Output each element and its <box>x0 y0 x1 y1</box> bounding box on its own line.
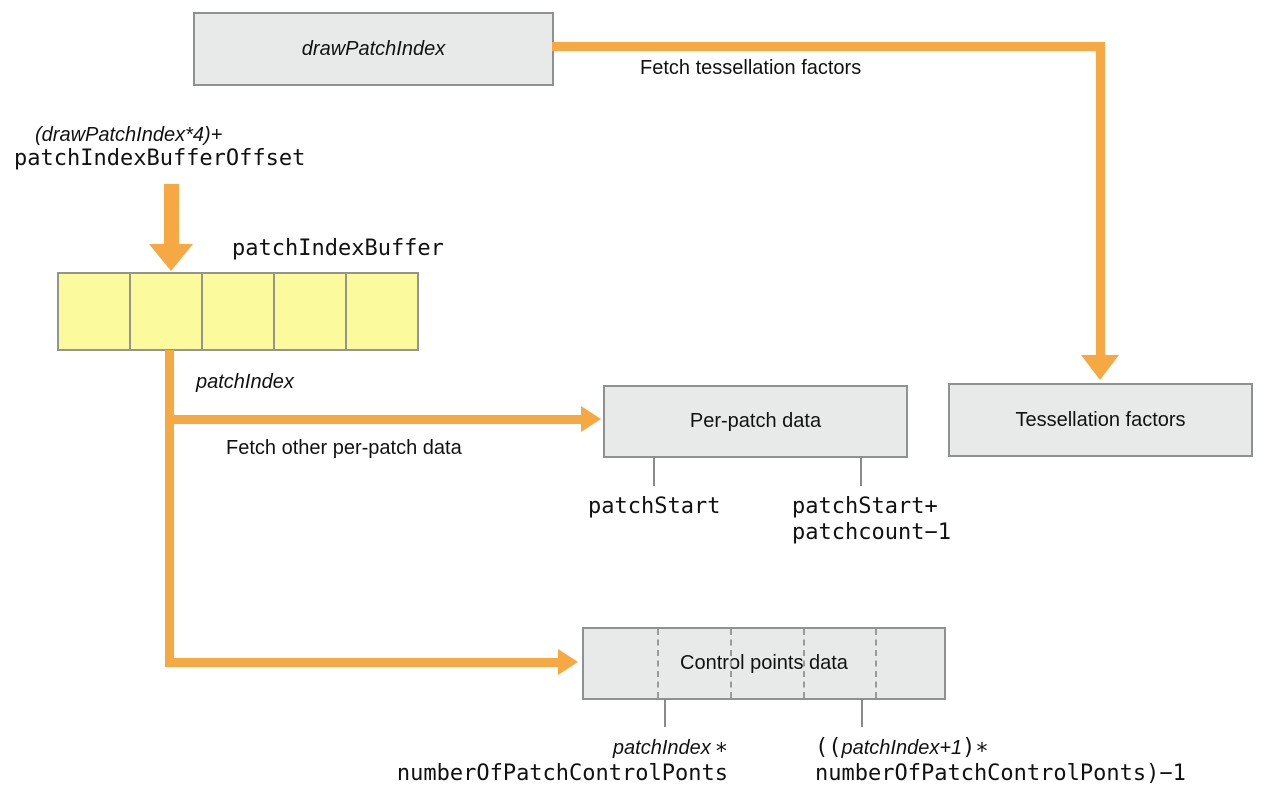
node-patchindexbuffer-label: patchIndexBuffer <box>232 236 444 261</box>
annotation-buffer-offset-line2: patchIndexBufferOffset <box>14 146 306 171</box>
control-points-divider <box>730 629 732 698</box>
edge-label-patchindex: patchIndex <box>196 371 294 393</box>
patchindexbuffer-cell <box>203 274 275 349</box>
arrowhead-right-per-patch <box>581 406 601 432</box>
node-per-patch-data-label: Per-patch data <box>689 410 822 432</box>
edge-control-points-horizontal <box>165 658 558 667</box>
node-control-points-data: Control points data <box>582 627 946 700</box>
tick-patchend <box>860 457 862 486</box>
tick-control-end <box>861 699 863 727</box>
annotation-control-end: ((patchIndex+1)∗ numberOfPatchControlPon… <box>815 735 1186 787</box>
node-drawpatchindex: drawPatchIndex <box>193 12 554 86</box>
node-tessellation-factors-label: Tessellation factors <box>1015 408 1186 431</box>
node-patchindexbuffer <box>57 272 419 351</box>
annotation-control-start-line1: patchIndex∗ <box>348 735 728 761</box>
node-tessellation-factors: Tessellation factors <box>948 383 1253 457</box>
annotation-control-start-operator: ∗ <box>714 735 728 760</box>
annotation-control-start-line2: numberOfPatchControlPonts <box>396 761 728 786</box>
edge-fetch-per-patch-horizontal <box>165 415 581 424</box>
control-points-divider <box>803 629 805 698</box>
annotation-control-end-line2: numberOfPatchControlPonts)−1 <box>815 761 1186 786</box>
node-drawpatchindex-label: drawPatchIndex <box>301 37 446 60</box>
tick-control-start <box>664 699 666 727</box>
annotation-patchend: patchStart+ patchcount−1 <box>792 494 951 546</box>
edge-fetch-tessellation-vertical <box>1096 42 1105 356</box>
annotation-patchend-line1: patchStart+ <box>792 494 938 519</box>
tick-patchstart <box>653 457 655 486</box>
patchindexbuffer-cell <box>59 274 131 349</box>
annotation-control-end-var: patchIndex+1 <box>841 737 963 759</box>
edge-label-fetch-tessellation: Fetch tessellation factors <box>640 57 862 79</box>
control-points-divider <box>875 629 877 698</box>
node-control-points-data-label: Control points data <box>680 652 848 674</box>
arrowhead-right-control-points <box>558 649 578 675</box>
edge-fetch-tessellation-horizontal <box>552 42 1105 51</box>
node-per-patch-data: Per-patch data <box>603 385 908 458</box>
annotation-control-start: patchIndex∗ numberOfPatchControlPonts <box>348 735 728 787</box>
patchindexbuffer-cell <box>275 274 347 349</box>
annotation-control-end-operator: )∗ <box>962 735 989 760</box>
annotation-patchend-line2: patchcount−1 <box>792 520 951 545</box>
patchindexbuffer-cell <box>131 274 203 349</box>
patchindexbuffer-cell <box>347 274 417 349</box>
annotation-patchstart: patchStart <box>588 494 721 519</box>
annotation-control-end-open-parens: (( <box>815 735 842 760</box>
arrow-buffer-offset-shaft <box>164 184 179 245</box>
annotation-buffer-offset-line1: (drawPatchIndex*4)+ <box>35 124 223 146</box>
control-points-divider <box>657 629 659 698</box>
annotation-control-start-var: patchIndex <box>612 737 711 759</box>
arrowhead-down-tessellation <box>1081 355 1119 380</box>
edge-label-fetch-per-patch: Fetch other per-patch data <box>226 437 462 459</box>
edge-patchindex-vertical <box>165 350 174 667</box>
annotation-control-end-line1: ((patchIndex+1)∗ <box>815 735 1186 761</box>
arrowhead-down-buffer <box>149 244 193 271</box>
